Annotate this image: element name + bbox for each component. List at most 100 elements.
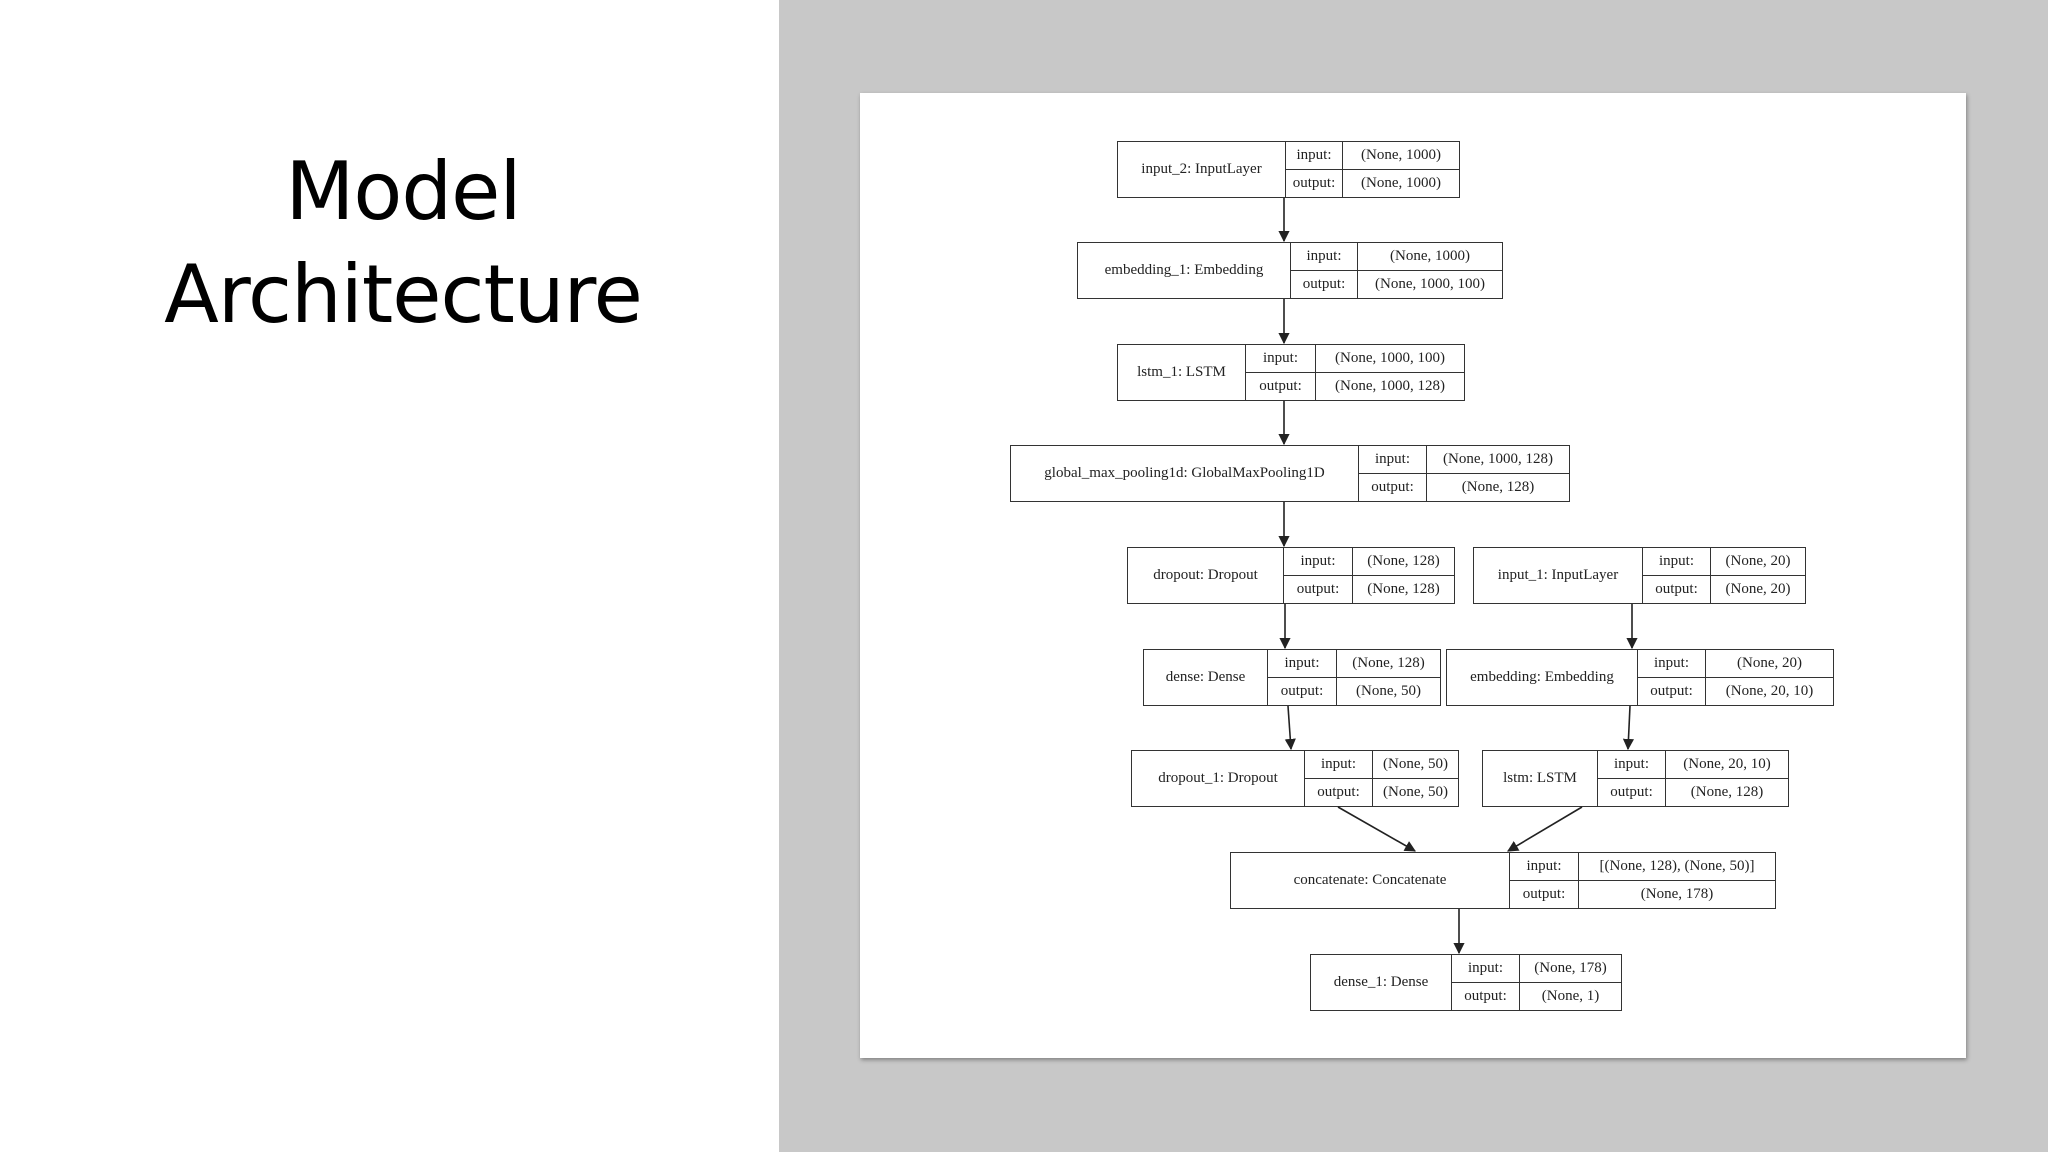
input-shape: (None, 1000) [1390,248,1470,264]
layer-ports: input: (None, 1000, 100) output: (None, 100… [1246,345,1464,400]
output-shape: (None, 128) [1690,784,1764,800]
output-row: output: (None, 50) [1268,677,1440,705]
input-label: input: [1598,751,1666,778]
input-row: input: (None, 1000, 100) [1246,345,1464,372]
output-label: output: [1268,678,1337,705]
slide-title: Model Architecture [0,140,806,346]
output-label: output: [1305,779,1373,806]
input-label: input: [1643,548,1711,575]
input-label: input: [1638,650,1706,677]
output-label: output: [1286,170,1343,197]
left-panel: Model Architecture [0,0,779,1152]
input-shape: (None, 1000) [1361,147,1441,163]
input-row: input: (None, 178) [1452,955,1621,982]
layer-name: lstm: LSTM [1483,751,1598,806]
output-row: output: (None, 50) [1305,778,1458,806]
slide-title-line-2: Architecture [164,248,643,341]
layer-node-global-max-pooling1d: global_max_pooling1d: GlobalMaxPooling1D… [1010,445,1570,502]
output-label: output: [1284,576,1353,603]
output-label: output: [1643,576,1711,603]
input-label: input: [1268,650,1337,677]
layer-name: global_max_pooling1d: GlobalMaxPooling1D [1011,446,1359,501]
input-label: input: [1286,142,1343,169]
output-row: output: (None, 1) [1452,982,1621,1010]
input-row: input: (None, 20) [1638,650,1833,677]
layer-name: concatenate: Concatenate [1231,853,1510,908]
layer-name: embedding_1: Embedding [1078,243,1291,298]
output-shape: (None, 128) [1461,479,1535,495]
input-shape: (None, 128) [1367,553,1440,569]
output-row: output: (None, 1000, 100) [1291,270,1502,298]
input-row: input: (None, 20, 10) [1598,751,1788,778]
layer-name: embedding: Embedding [1447,650,1638,705]
output-label: output: [1291,271,1358,298]
input-shape: (None, 1000, 100) [1335,350,1445,366]
output-label: output: [1246,373,1316,400]
output-label: output: [1638,678,1706,705]
input-row: input: (None, 128) [1284,548,1454,575]
layer-name: dense_1: Dense [1311,955,1452,1010]
layer-name: dropout: Dropout [1128,548,1284,603]
output-row: output:(None, 128) [1284,575,1454,603]
output-shape: (None, 1000, 100) [1375,276,1485,292]
input-row: input: (None, 1000) [1286,142,1459,169]
output-row: output: (None, 1000, 128) [1246,372,1464,400]
output-label: output: [1359,474,1427,501]
layer-ports: input: (None, 20) output: (None, 20, 10) [1638,650,1833,705]
input-label: input: [1291,243,1358,270]
output-shape: (None, 1000, 128) [1335,378,1445,394]
layer-name: lstm_1: LSTM [1118,345,1246,400]
output-shape: (None, 1) [1541,988,1600,1004]
output-shape: (None, 20) [1725,581,1791,597]
input-shape: (None, 1000, 128) [1443,451,1553,467]
layer-ports: input: (None, 1000) output: (None, 1000, 10… [1291,243,1502,298]
layer-ports: input:(None, 1000, 128)output: (None, 128… [1359,446,1569,501]
output-label: output: [1510,881,1579,908]
layer-ports: input: (None, 20) output: (None, 20) [1643,548,1805,603]
input-label: input: [1452,955,1520,982]
input-shape: (None, 20) [1737,655,1802,671]
input-label: input: [1284,548,1353,575]
input-shape: (None, 178) [1534,960,1607,976]
input-row: input: (None, 128) [1268,650,1440,677]
input-label: input: [1305,751,1373,778]
output-row: output: (None, 178) [1510,880,1775,908]
input-row: input: [(None, 128), (None, 50)] [1510,853,1775,880]
output-row: output: (None, 20) [1643,575,1805,603]
input-row: input:(None, 1000, 128) [1359,446,1569,473]
output-label: output: [1452,983,1520,1010]
output-shape: (None, 50) [1383,784,1448,800]
layer-ports: input: (None, 178) output: (None, 1) [1452,955,1621,1010]
input-shape: (None, 20) [1725,553,1791,569]
input-shape: (None, 20, 10) [1683,756,1771,772]
input-label: input: [1246,345,1316,372]
layer-name: input_1: InputLayer [1474,548,1643,603]
input-row: input: (None, 20) [1643,548,1805,575]
output-shape: (None, 178) [1640,886,1714,902]
output-shape: (None, 1000) [1361,175,1441,191]
output-label: output: [1598,779,1666,806]
layer-ports: input:(None, 50)output: (None, 50) [1305,751,1458,806]
input-shape: (None, 128) [1352,655,1425,671]
output-shape: (None, 50) [1356,683,1421,699]
layer-name: input_2: InputLayer [1118,142,1286,197]
input-label: input: [1510,853,1579,880]
output-shape: (None, 20, 10) [1725,683,1814,699]
input-row: input:(None, 50) [1305,751,1458,778]
layer-ports: input: (None, 128) output:(None, 128) [1284,548,1454,603]
output-row: output: (None, 128) [1598,778,1788,806]
input-row: input: (None, 1000) [1291,243,1502,270]
output-row: output: (None, 20, 10) [1638,677,1833,705]
input-shape: [(None, 128), (None, 50)] [1599,858,1755,874]
